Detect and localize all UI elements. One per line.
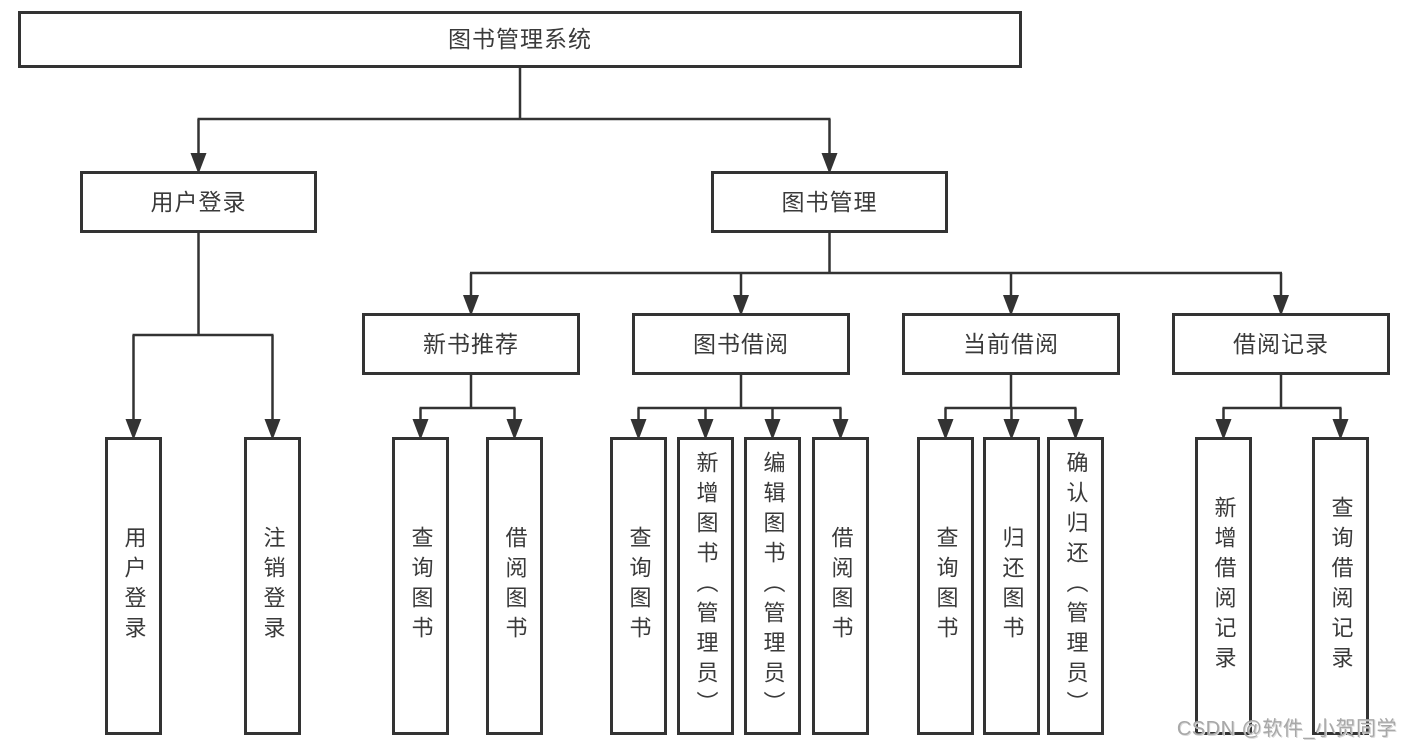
node-user-login-group: 用户登录 (80, 171, 317, 233)
node-query-books-current: 查询图书 (917, 437, 974, 735)
node-query-borrow-record: 查询借阅记录 (1312, 437, 1369, 735)
node-book-management-label: 图书管理 (781, 188, 878, 215)
node-logout: 注销登录 (244, 437, 301, 735)
node-return-book-label: 归还图书 (999, 526, 1025, 646)
node-book-management: 图书管理 (711, 171, 948, 233)
node-borrow-records-label: 借阅记录 (1233, 330, 1329, 357)
node-confirm-return-admin: 确认归还（管理员） (1047, 437, 1104, 735)
node-new-book-recommend-label: 新书推荐 (423, 330, 519, 357)
node-add-book-admin-label: 新增图书（管理员） (693, 451, 719, 721)
node-edit-book-admin-label: 编辑图书（管理员） (760, 451, 786, 721)
node-borrow-book-recommend: 借阅图书 (486, 437, 543, 735)
node-user-login-group-label: 用户登录 (150, 188, 247, 215)
node-query-books-recommend: 查询图书 (392, 437, 449, 735)
node-add-borrow-record: 新增借阅记录 (1195, 437, 1252, 735)
node-login: 用户登录 (105, 437, 162, 735)
node-query-books-borrow: 查询图书 (610, 437, 667, 735)
node-query-books-current-label: 查询图书 (933, 526, 959, 646)
node-query-books-borrow-label: 查询图书 (626, 526, 652, 646)
node-borrow-book-label: 借阅图书 (828, 526, 854, 646)
node-query-borrow-record-label: 查询借阅记录 (1328, 496, 1354, 676)
node-current-borrow-label: 当前借阅 (963, 330, 1059, 357)
node-login-label: 用户登录 (121, 526, 147, 646)
node-root-label: 图书管理系统 (448, 26, 592, 52)
node-query-books-recommend-label: 查询图书 (408, 526, 434, 646)
node-add-book-admin: 新增图书（管理员） (677, 437, 734, 735)
node-new-book-recommend: 新书推荐 (362, 313, 580, 375)
node-return-book: 归还图书 (983, 437, 1040, 735)
node-book-borrow: 图书借阅 (632, 313, 850, 375)
watermark: CSDN @软件_小贺同学 (1176, 718, 1397, 740)
node-borrow-book: 借阅图书 (812, 437, 869, 735)
node-borrow-records: 借阅记录 (1172, 313, 1390, 375)
node-logout-label: 注销登录 (260, 526, 286, 646)
node-borrow-book-recommend-label: 借阅图书 (502, 526, 528, 646)
node-confirm-return-admin-label: 确认归还（管理员） (1063, 451, 1089, 721)
node-edit-book-admin: 编辑图书（管理员） (744, 437, 801, 735)
node-root: 图书管理系统 (18, 11, 1022, 68)
node-book-borrow-label: 图书借阅 (693, 330, 789, 357)
node-current-borrow: 当前借阅 (902, 313, 1120, 375)
node-add-borrow-record-label: 新增借阅记录 (1211, 496, 1237, 676)
